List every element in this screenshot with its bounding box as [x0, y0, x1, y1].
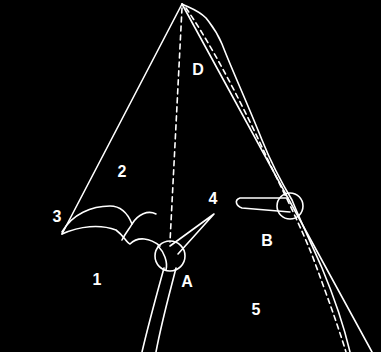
callout-label: A: [179, 273, 195, 291]
outline-line: [182, 4, 350, 352]
dashed-line: [186, 8, 346, 352]
callout-label: 5: [250, 301, 263, 319]
callout-label: 3: [51, 208, 64, 226]
outline-line: [62, 4, 182, 234]
joint-circle: [277, 193, 303, 219]
callout-label: 4: [207, 190, 220, 208]
callout-label: D: [190, 61, 206, 79]
dashed-line: [170, 8, 182, 242]
callout-label: B: [259, 232, 275, 250]
curved-structure: [158, 246, 167, 270]
curved-structure: [122, 224, 132, 240]
spike-structure: [236, 198, 290, 212]
tube-line: [142, 268, 164, 352]
callout-label: 1: [91, 271, 104, 289]
curved-structure: [62, 227, 160, 246]
callout-label: 2: [116, 163, 129, 181]
spike-structure: [170, 214, 214, 254]
outline-line: [182, 4, 372, 352]
tube-line: [156, 268, 176, 352]
